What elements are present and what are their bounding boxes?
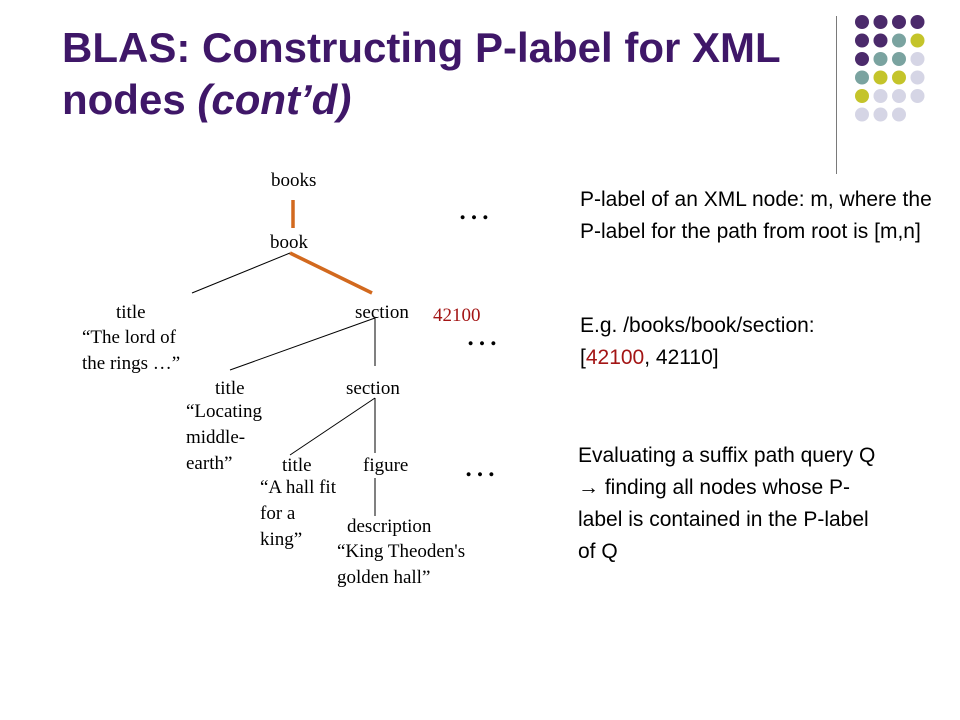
decorative-dot <box>910 15 925 29</box>
decorative-dot <box>873 15 888 29</box>
node-section: section <box>355 302 409 323</box>
decorative-dot <box>873 70 888 85</box>
decorative-dot <box>910 89 925 103</box>
title-value-locating-middle-earth: “Locating middle-earth” <box>186 401 262 474</box>
decorative-dot <box>892 107 906 122</box>
example-plabel-end: , 42110] <box>644 346 719 369</box>
decorative-dot <box>892 70 906 85</box>
slide-title-main: BLAS: Constructing P-label for XML nodes <box>62 24 780 123</box>
ellipsis-1: … <box>457 190 492 227</box>
suffix-query-explanation: Evaluating a suffix path query Q → findi… <box>578 440 883 568</box>
decorative-dot <box>892 52 906 66</box>
node-title: title <box>116 302 146 323</box>
edge-book-title <box>191 252 291 294</box>
decorative-dot <box>910 70 925 85</box>
title-value-hall-fit-for-king: “A hall fit for a king” <box>260 477 336 550</box>
edge-section-title-inner <box>289 397 376 456</box>
node-books: books <box>271 170 317 191</box>
example-plabel-start: 42100 <box>585 346 645 369</box>
decorative-dot <box>855 33 869 48</box>
decorative-dot <box>892 15 906 29</box>
edge-book-section <box>289 251 373 295</box>
slide-title-italic: (cont’d) <box>197 76 352 123</box>
decorative-dot <box>855 15 869 29</box>
decorative-dot <box>855 107 869 122</box>
decorative-dot <box>892 89 906 103</box>
decorative-dot <box>892 33 906 48</box>
slide-title: BLAS: Constructing P-label for XML nodes… <box>62 22 822 126</box>
decorative-dot <box>873 33 888 48</box>
plabel-example: E.g. /books/book/section: [42100, 42110] <box>580 310 880 374</box>
right-arrow-icon: → <box>578 476 599 499</box>
plabel-definition: P-label of an XML node: m, where the P-l… <box>580 188 932 243</box>
title-divider <box>836 16 837 174</box>
decorative-dot <box>910 33 925 48</box>
node-book: book <box>270 232 308 253</box>
decorative-dot <box>855 70 869 85</box>
description-value-king-theoden: “King Theoden's golden hall” <box>337 541 466 588</box>
decorative-dot <box>910 52 925 66</box>
decorative-dot <box>855 52 869 66</box>
decorative-dot <box>873 107 888 122</box>
example-path: E.g. /books/book/section: [ <box>580 314 815 369</box>
node-title-3: title <box>282 455 312 476</box>
title-value-lord-of-the-rings: “The lord of the rings …” <box>82 327 181 374</box>
node-description: description <box>347 516 432 537</box>
section-plabel: 42100 <box>433 305 481 326</box>
decorative-dot <box>873 52 888 66</box>
suffix-query-text-end: finding all nodes whose P-label is conta… <box>578 476 869 563</box>
edge-section-title <box>229 317 376 371</box>
node-figure: figure <box>363 455 409 476</box>
node-section-2: section <box>346 378 400 399</box>
decorative-dot <box>855 89 869 103</box>
node-title-2: title <box>215 378 245 399</box>
decorative-dot <box>873 89 888 103</box>
ellipsis-2: … <box>465 316 500 353</box>
suffix-query-text-start: Evaluating a suffix path query Q <box>578 444 876 467</box>
ellipsis-3: … <box>463 447 498 484</box>
